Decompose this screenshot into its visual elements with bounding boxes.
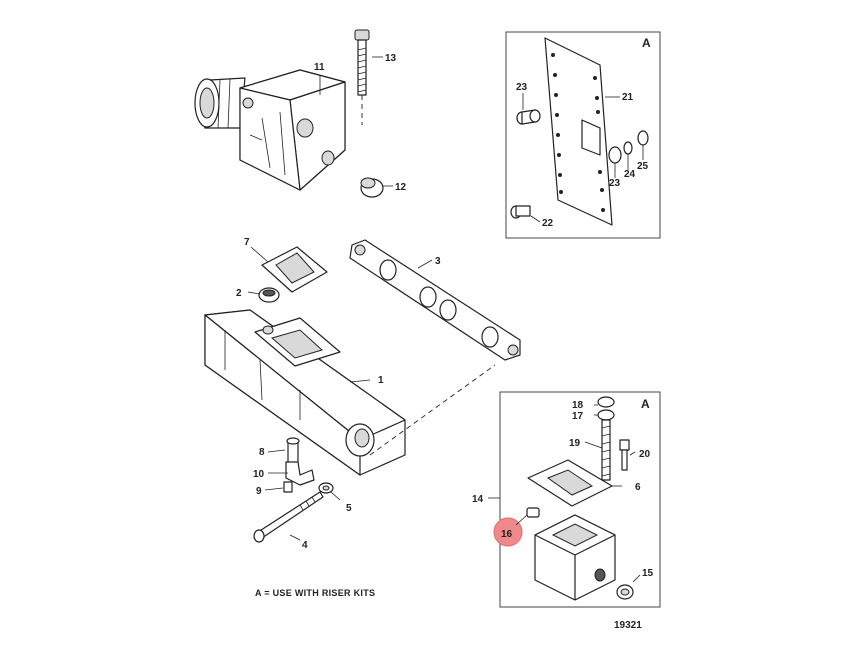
inset-label-a-top: A [642,36,651,50]
callout-12: 12 [395,182,407,193]
screw-part-22[interactable] [510,205,531,219]
callout-17: 17 [572,411,584,422]
callout-22: 22 [542,218,554,229]
callout-16: 16 [501,529,513,540]
callout-4: 4 [302,540,308,551]
washer-part-17[interactable] [597,409,615,421]
callout-7: 7 [244,237,250,248]
assembly-dash-line [369,364,496,456]
washer-part-24[interactable] [623,141,633,155]
callout-8: 8 [259,447,265,458]
spacer-part-23-right[interactable] [608,146,622,164]
inset-a-top: A [505,31,661,239]
exhaust-elbow-part-11[interactable] [194,69,346,191]
gasket-part-7[interactable] [261,246,328,293]
gasket-part-6[interactable] [527,459,613,507]
bolt-part-13[interactable] [354,29,370,125]
exhaust-manifold-part-1[interactable] [204,309,406,476]
callout-18: 18 [572,400,584,411]
callout-15: 15 [642,568,654,579]
washer-part-5[interactable] [318,482,334,494]
callout-2: 2 [236,288,242,299]
callout-10: 10 [253,469,265,480]
plug-part-12[interactable] [360,177,384,198]
pin-part-16[interactable] [526,507,540,518]
callout-19: 19 [569,438,581,449]
callout-5: 5 [346,503,352,514]
figure-number: 19321 [614,620,642,631]
inset-a-bottom-part-14: A [493,391,661,608]
exhaust-gasket-part-3[interactable] [349,239,521,361]
callout-21: 21 [622,92,634,103]
bolt-part-20[interactable] [619,439,630,471]
riser-plate-part-21[interactable] [544,37,613,226]
callout-24: 24 [624,169,636,180]
callout-23-left: 23 [516,82,528,93]
callout-25: 25 [637,161,649,172]
leader-lines [247,56,641,583]
callout-3: 3 [435,256,441,267]
callout-23-right: 23 [609,178,621,189]
spacer-part-23-left[interactable] [516,109,541,125]
stud-part-19[interactable] [601,419,611,481]
callout-14: 14 [472,494,484,505]
fitting-part-8[interactable] [286,437,300,465]
riser-block[interactable] [534,514,616,601]
callout-13: 13 [385,53,397,64]
inset-label-a-bottom: A [641,397,650,411]
bolt-part-4[interactable] [253,491,324,543]
elbow-fitting-part-10[interactable] [285,461,315,486]
callout-numbers: 11 13 12 23 21 22 23 24 25 7 3 2 1 8 10 … [236,53,654,579]
callout-1: 1 [378,375,384,386]
callout-20: 20 [639,449,651,460]
highlight-circle-part-16 [493,517,523,547]
fitting-part-15[interactable] [594,568,634,600]
riser-kit-note: A = USE WITH RISER KITS [255,588,375,598]
fitting-part-9[interactable] [283,481,293,493]
callout-6: 6 [635,482,641,493]
nut-part-25[interactable] [637,130,649,146]
callout-11: 11 [314,62,325,73]
washer-part-18[interactable] [597,396,615,408]
callout-9: 9 [256,486,262,497]
cap-part-2[interactable] [258,287,280,303]
